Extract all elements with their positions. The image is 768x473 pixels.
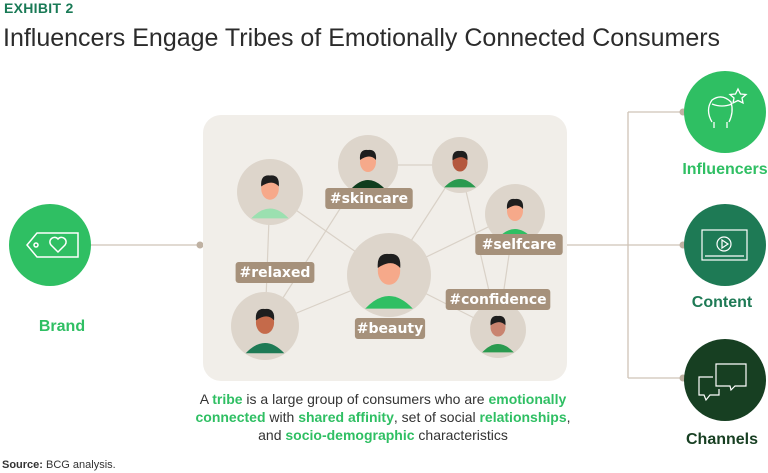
people-nodes (231, 135, 545, 360)
influencers-label: Influencers (682, 161, 768, 178)
connector-lines (90, 111, 683, 379)
hashtag-label: #skincare (325, 188, 413, 209)
person-avatar (338, 135, 398, 195)
hashtag-text: #selfcare (482, 237, 557, 253)
hashtag-label: #selfcare (475, 234, 563, 255)
hashtag-label: #relaxed (235, 262, 315, 283)
hashtag-text: #beauty (357, 321, 423, 337)
person-avatar (231, 292, 299, 360)
brand-node (9, 204, 91, 286)
hashtags: #skincare #relaxed #selfcare #beauty #confid… (235, 188, 563, 339)
exhibit-label: EXHIBIT 2 (4, 0, 74, 16)
person-avatar (237, 159, 303, 225)
channels-node (684, 339, 766, 421)
page-title: Influencers Engage Tribes of Emotionally… (3, 24, 721, 52)
hashtag-text: #skincare (330, 191, 408, 207)
person-star-icon (707, 87, 748, 128)
chat-bubbles-icon (698, 363, 747, 402)
tribe-caption: A tribe is a large group of consumers wh… (195, 391, 571, 443)
video-play-icon (701, 229, 748, 261)
hashtag-label: #beauty (354, 318, 426, 339)
content-label: Content (691, 294, 753, 311)
hashtag-text: #relaxed (240, 265, 311, 281)
person-avatar (347, 233, 431, 317)
content-node (684, 204, 766, 286)
person-avatar (470, 302, 526, 358)
source-note: Source: BCG analysis. (2, 459, 116, 471)
price-tag-heart-icon (26, 232, 79, 258)
hashtag-label: #confidence (445, 289, 551, 310)
influencers-node (684, 71, 766, 153)
hashtag-text: #confidence (449, 292, 546, 308)
channels-label: Channels (685, 431, 758, 448)
person-avatar (432, 137, 488, 193)
brand-label: Brand (38, 318, 86, 335)
